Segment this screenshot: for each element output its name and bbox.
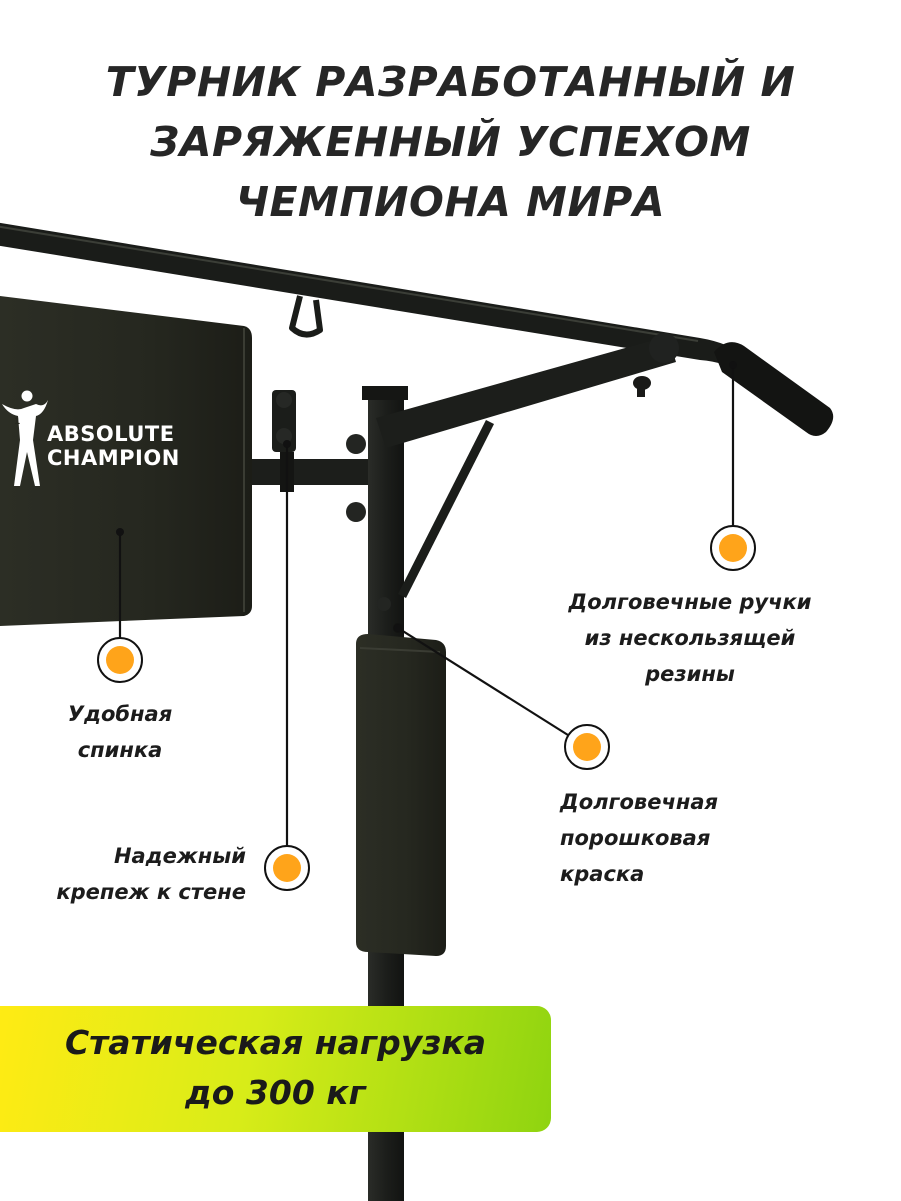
feature-grips: Долговечные ручки из нескользящей резины [540,584,840,692]
brand-logo: ABSOLUTE CHAMPION [47,422,180,470]
bracket-bolt-2 [276,428,292,444]
feature-mount-line-2: крепеж к стене [56,880,246,904]
feature-back: Удобная спинка [40,696,200,768]
top-bar-highlight [0,225,699,342]
marker-grips [710,525,756,571]
load-banner-line-1: Статическая нагрузка [64,1023,487,1062]
post-pad [356,634,446,956]
brand-line-2: CHAMPION [47,446,180,470]
load-banner [0,1006,551,1132]
headline: ТУРНИК РАЗРАБОТАННЫЙ И ЗАРЯЖЕННЫЙ УСПЕХО… [0,52,901,232]
feature-mount-line-1: Надежный [113,844,246,868]
back-pad-arm [252,459,368,485]
top-bar [0,222,748,374]
brand-line-1: ABSOLUTE [47,422,175,446]
post-top-cap [362,386,408,400]
leader-grips-dot [729,361,737,369]
feature-grips-line-2: из нескользящей [584,626,796,650]
feature-grips-line-1: Долговечные ручки [568,590,812,614]
feature-grips-line-3: резины [645,662,735,686]
feature-back-line-2: спинка [77,738,163,762]
rubber-grip [714,342,834,436]
leader-mount-dot [283,440,291,448]
load-banner-text: Статическая нагрузка до 300 кг [0,1018,551,1118]
feature-back-line-1: Удобная [67,702,173,726]
feature-paint-line-2: порошковая [560,826,711,850]
feature-paint: Долговечная порошковая краска [560,784,820,892]
diagonal-brace [397,419,495,599]
feature-paint-line-3: краска [560,862,645,886]
support-arm [376,336,676,448]
arm-end-cap [649,333,679,363]
headline-line-3: ЧЕМПИОНА МИРА [235,178,666,226]
post-bolt-3 [377,597,391,611]
post-bolt-1 [346,434,366,454]
leader-paint-dot [394,624,402,632]
marker-paint [564,724,610,770]
feature-mount: Надежный крепеж к стене [20,838,246,910]
back-pad [0,296,252,626]
load-banner-line-2: до 300 кг [185,1073,366,1112]
leader-paint [397,627,588,748]
post-bolt-2 [346,502,366,522]
svg-text:1: 1 [14,417,20,427]
athlete-figure-icon: 1 [2,390,48,486]
headline-line-2: ЗАРЯЖЕННЫЙ УСПЕХОМ [150,118,751,166]
hanging-loop [289,295,323,338]
bracket-bolt-1 [276,392,292,408]
marker-mount [264,845,310,891]
arm-bolt-stem [637,383,645,397]
marker-back [97,637,143,683]
headline-line-1: ТУРНИК РАЗРАБОТАННЫЙ И [105,58,796,106]
post-pad-seam [359,647,441,653]
feature-paint-line-1: Долговечная [560,790,719,814]
leader-back-dot [116,528,124,536]
